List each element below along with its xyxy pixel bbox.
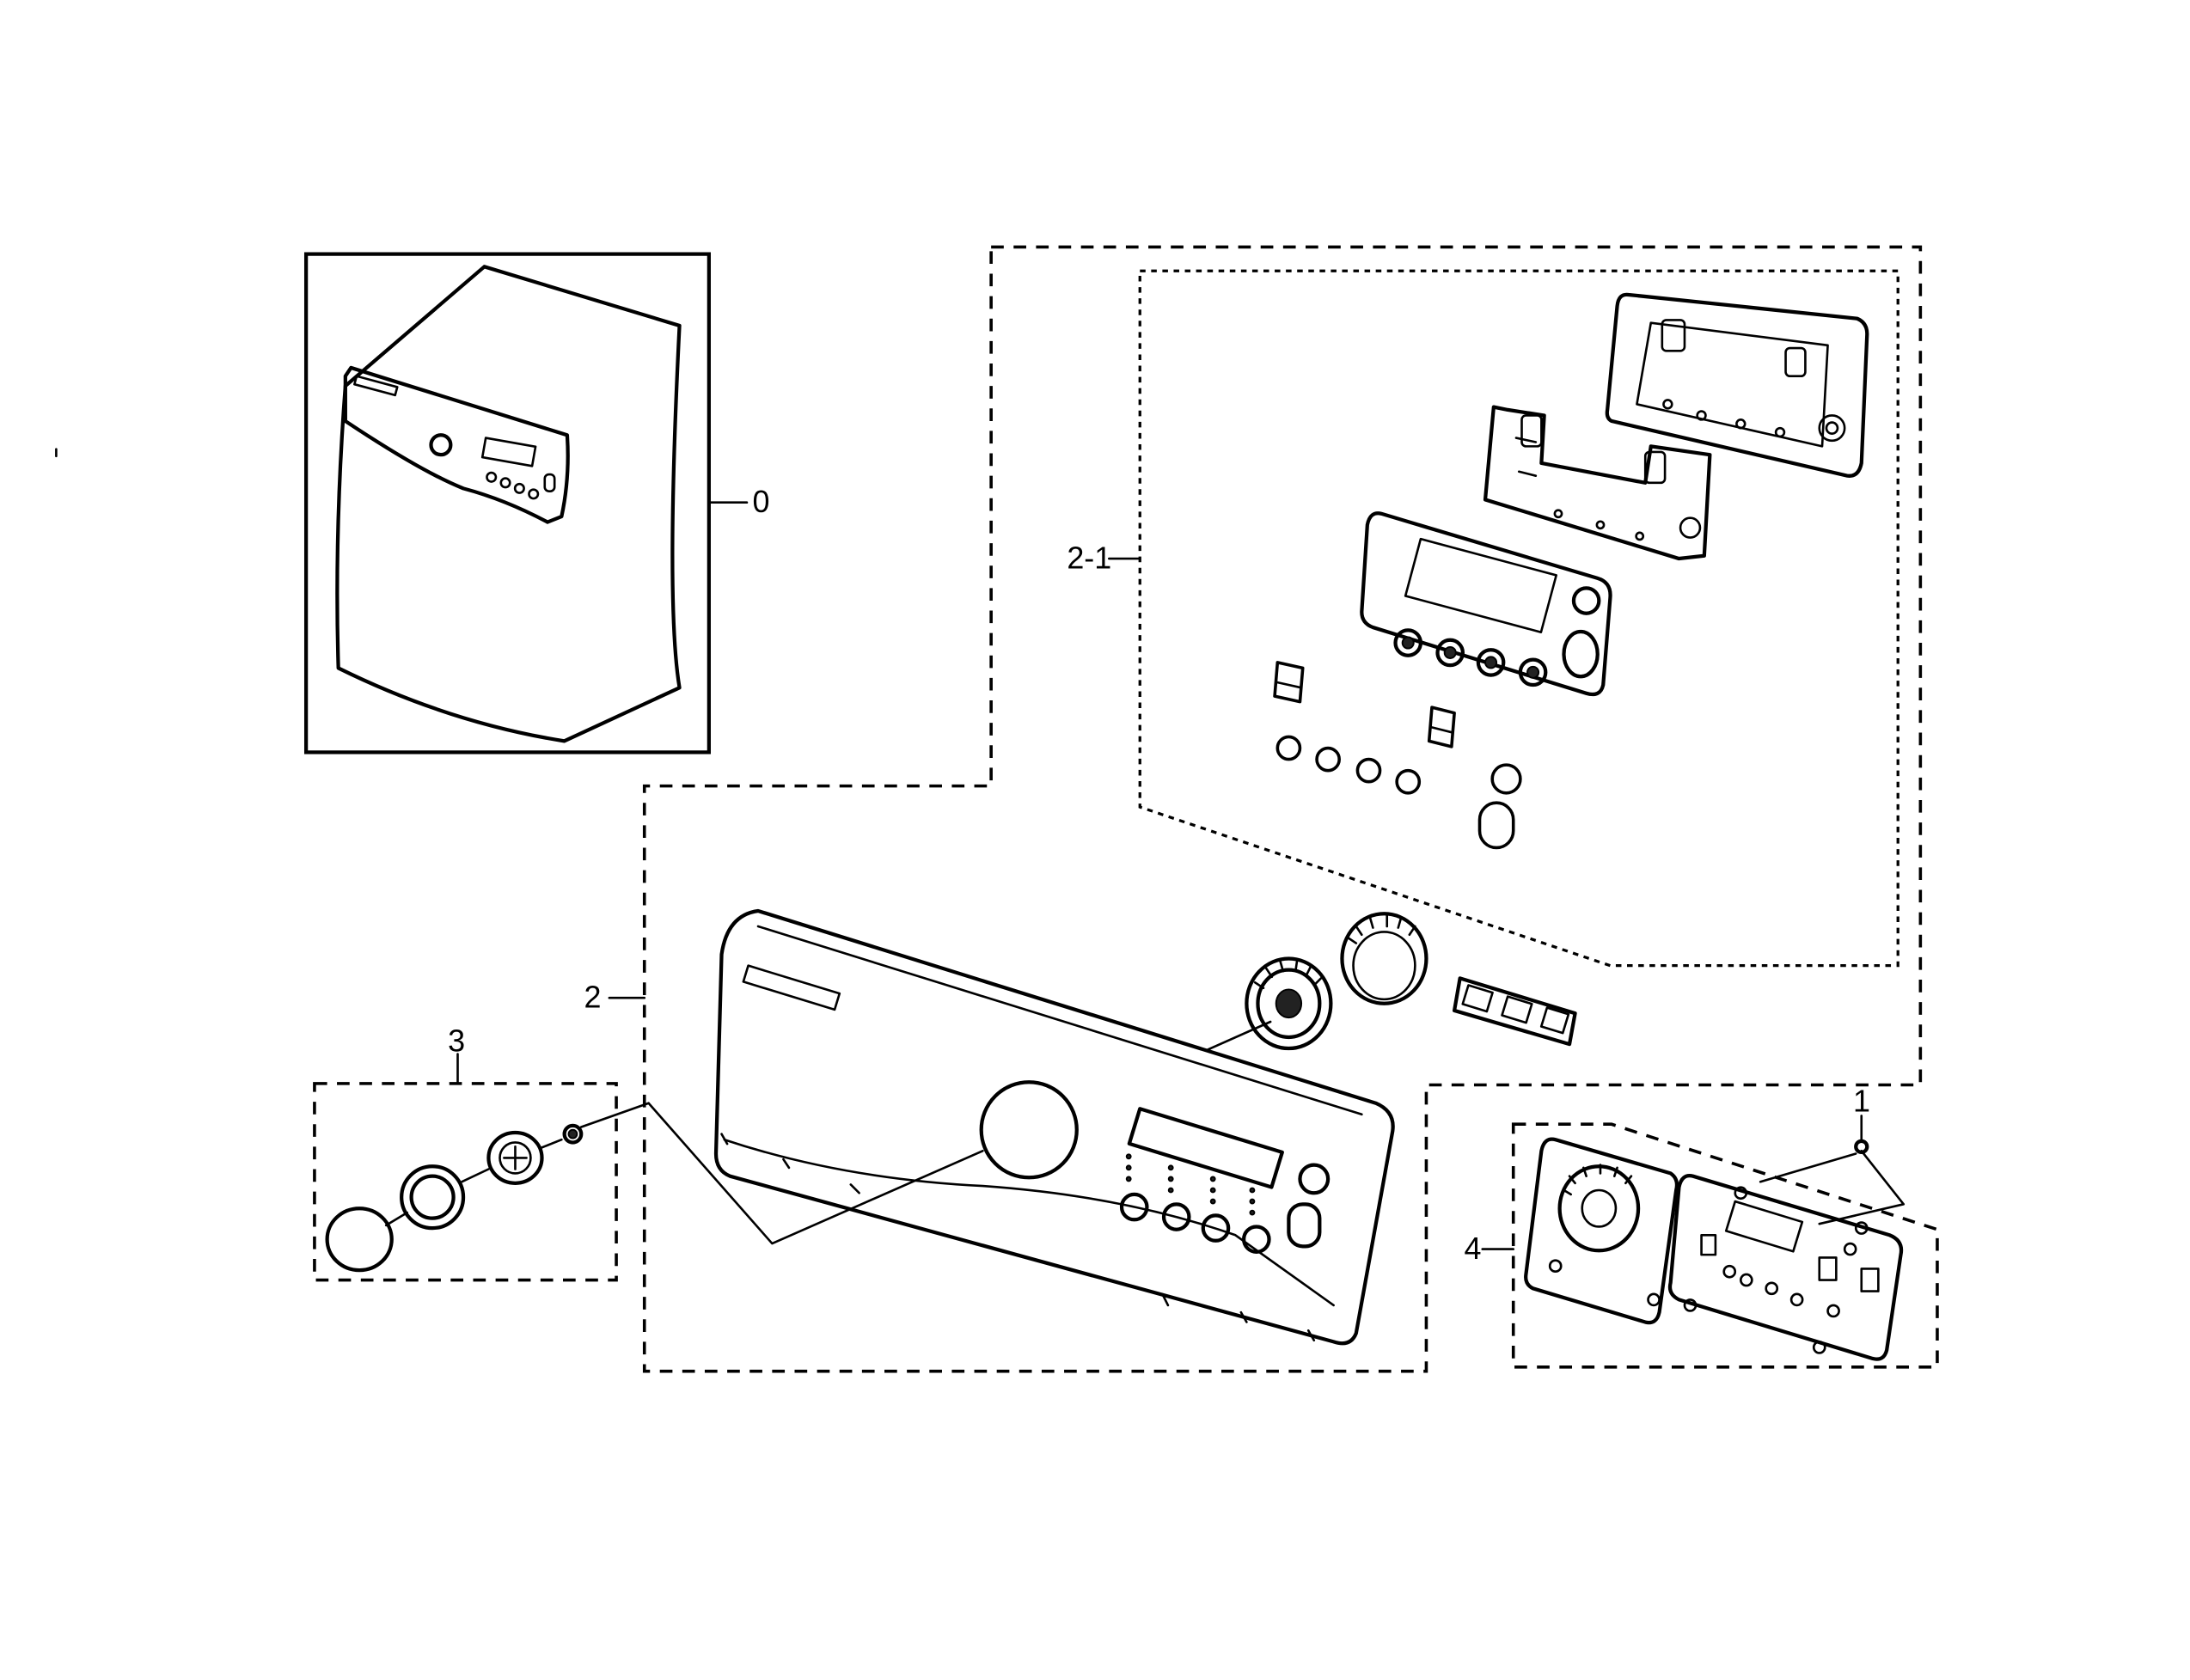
screw-part-1[interactable] <box>1759 1115 1906 1225</box>
washer-display <box>480 437 537 467</box>
knob-ring[interactable] <box>400 1164 466 1231</box>
bracket-clip <box>1643 450 1667 485</box>
assembly-3-boundary <box>313 1082 618 1282</box>
callout-4: 4 <box>1465 1231 1482 1266</box>
knob-leader <box>647 1102 984 1245</box>
small-clip-left[interactable] <box>1273 661 1305 704</box>
assembly-2-boundary <box>642 245 1923 1373</box>
assembly-0-washer-unit[interactable] <box>303 252 749 754</box>
pcb-display-module <box>1724 1200 1804 1253</box>
assembly-2-1-boundary <box>1138 269 1899 968</box>
washer-brand-badge <box>353 375 399 397</box>
pcb-component <box>1860 1268 1880 1292</box>
push-button[interactable] <box>1355 757 1382 784</box>
cycle-label-ring[interactable] <box>1340 912 1428 1005</box>
washer-button <box>513 482 525 494</box>
pcb-component <box>1818 1256 1838 1281</box>
screw-assembly-axis <box>1759 1149 1906 1225</box>
indicator-dots <box>1125 1153 1256 1216</box>
small-clip-right[interactable] <box>1427 706 1456 748</box>
knob-assembly-axis <box>384 1102 650 1227</box>
pcb-front-holder[interactable] <box>1360 511 1612 697</box>
selector-dial-ring[interactable] <box>1206 956 1333 1051</box>
holder-display-window <box>1404 537 1557 634</box>
indicator-lens-bracket[interactable] <box>1452 976 1577 1047</box>
cycle-selector-opening <box>979 1080 1079 1180</box>
main-pcb-board[interactable] <box>1667 1174 1904 1361</box>
callout-2: 2 <box>584 980 601 1015</box>
push-buttons[interactable] <box>1275 735 1522 850</box>
push-button[interactable] <box>1315 746 1341 773</box>
washer-cycle-knob <box>429 433 453 457</box>
washer-button <box>499 477 511 489</box>
panel-button-round[interactable] <box>1298 1163 1331 1195</box>
callout-1: 1 <box>1853 1084 1870 1119</box>
panel-button[interactable] <box>1201 1213 1231 1243</box>
push-button-large[interactable] <box>1490 763 1522 795</box>
washer-button <box>486 471 498 483</box>
pcb-back-frame[interactable] <box>1605 292 1869 478</box>
push-button[interactable] <box>1275 735 1302 761</box>
panel-button[interactable] <box>1119 1192 1149 1222</box>
pcb-middle-bracket[interactable] <box>1483 405 1712 561</box>
frame-clip <box>1661 319 1686 352</box>
assembly-4-boundary <box>1511 1122 1939 1369</box>
knob-body[interactable] <box>486 1130 544 1185</box>
control-panel-housing[interactable] <box>713 908 1395 1346</box>
panel-button[interactable] <box>1242 1225 1271 1254</box>
main-pcb-cover[interactable] <box>1524 1137 1679 1325</box>
display-window <box>1127 1107 1284 1189</box>
frame-clip <box>1784 346 1807 378</box>
callout-0: 0 <box>752 484 769 519</box>
washer-control-panel <box>343 365 570 524</box>
knob-spring[interactable] <box>562 1123 584 1145</box>
push-button[interactable] <box>1395 768 1422 795</box>
washer-cabinet <box>335 265 682 743</box>
panel-button[interactable] <box>1161 1202 1191 1231</box>
bracket-clip <box>1520 414 1543 448</box>
knob-cap[interactable] <box>325 1207 394 1273</box>
washer-power-button <box>543 473 556 492</box>
callout-2-1: 2-1 <box>1067 540 1111 575</box>
pcb-component <box>1700 1233 1717 1256</box>
callout-3: 3 <box>448 1023 465 1058</box>
power-button-oval[interactable] <box>1477 801 1515 850</box>
panel-power-button[interactable] <box>1287 1202 1322 1249</box>
washer-button <box>528 488 540 500</box>
brand-logo-strip <box>742 964 841 1011</box>
leader-dial <box>1206 1020 1272 1051</box>
